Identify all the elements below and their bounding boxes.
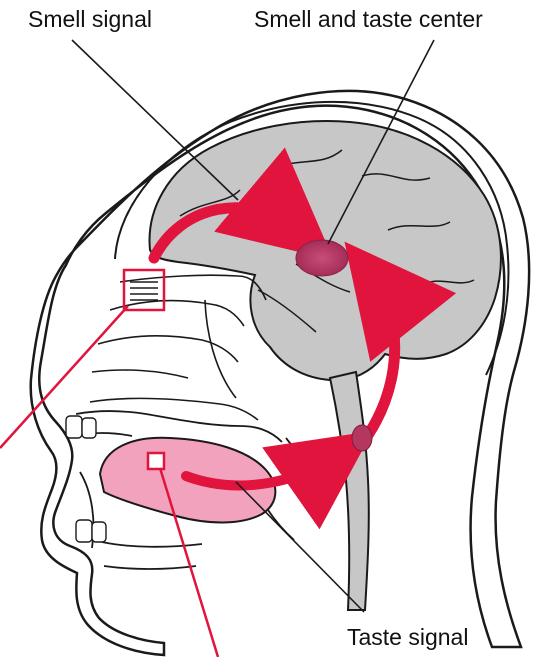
brain-stem [330,372,369,610]
taste-signal-leader [236,482,364,612]
teeth [66,416,106,542]
olfactory-pointer-line [0,306,128,448]
smell-signal-leader [72,40,238,200]
taste-area-marker [148,453,164,469]
nasal-cavity [90,275,266,420]
olfactory-receptors [130,282,158,300]
smell-taste-center-dot [296,240,348,276]
brainstem-relay-dot [352,425,372,451]
